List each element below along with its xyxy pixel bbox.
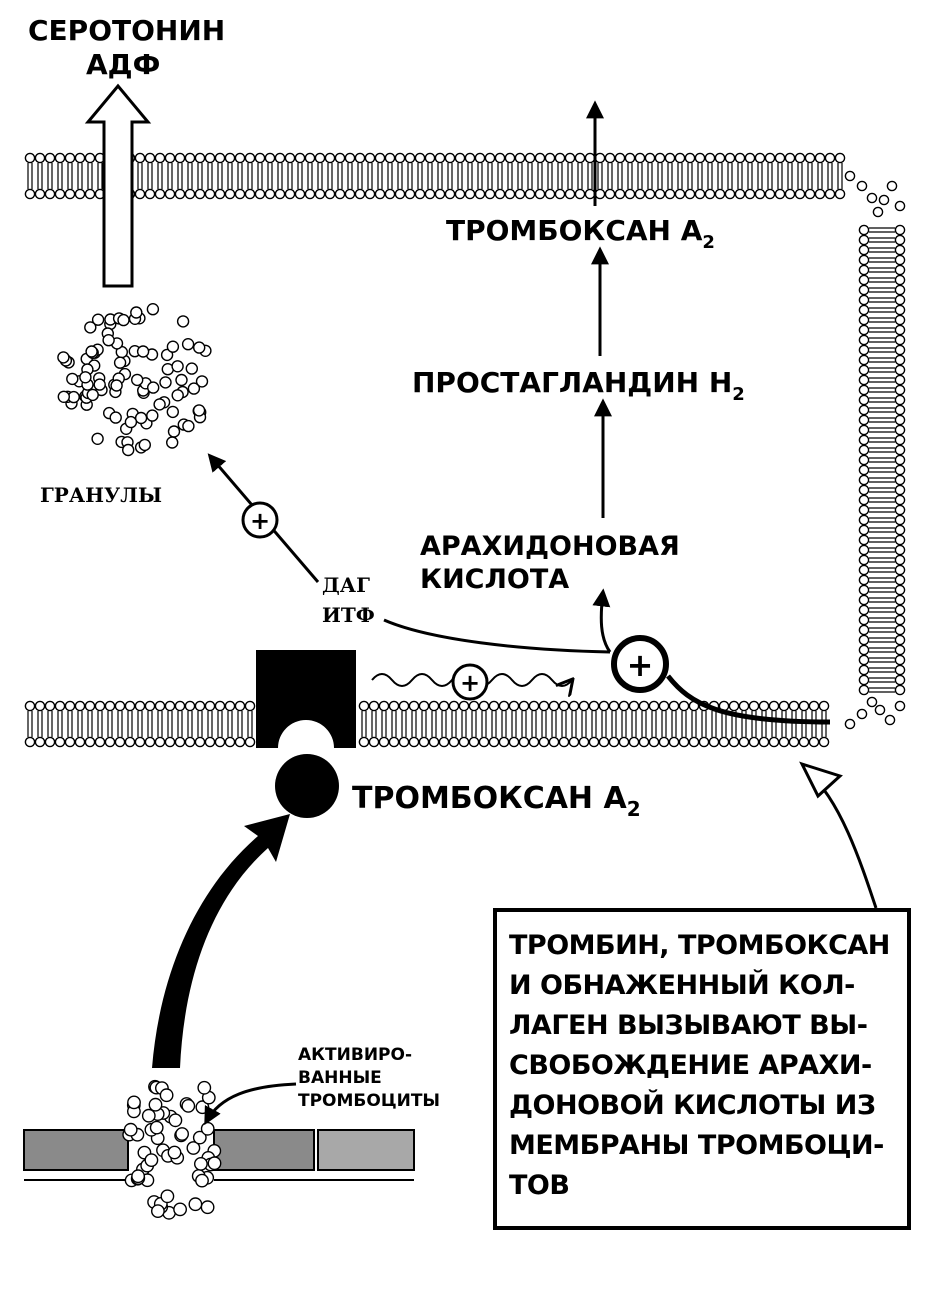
granules-label: ГРАНУЛЫ xyxy=(40,483,162,507)
prostaglandin-label: ПРОСТАГЛАНДИН Н2 xyxy=(412,366,745,405)
itf-label: ИТФ xyxy=(322,603,375,627)
caption-text: ТРОМБИН, ТРОМБОКСАН И ОБНАЖЕННЫЙ КОЛ- ЛА… xyxy=(509,930,890,1201)
thromboxane-receptor-label: ТРОМБОКСАН А2 xyxy=(352,781,641,821)
enzyme-plus-circle xyxy=(611,635,669,693)
serotonin-label: СЕРОТОНИН xyxy=(28,14,225,47)
granules-cluster xyxy=(57,303,212,457)
activated-label-2: ВАННЫЕ xyxy=(298,1068,382,1088)
right-membrane xyxy=(844,170,906,730)
enzyme-tail xyxy=(666,674,831,725)
enzyme-plus-sign: + xyxy=(627,646,654,684)
thromboxane-receptor xyxy=(256,650,356,748)
plus-circle-granules xyxy=(241,501,279,539)
dag-label: ДАГ xyxy=(322,573,370,597)
activated-label-3: ТРОМБОЦИТЫ xyxy=(298,1091,440,1111)
activated-label-1: АКТИВИРО- xyxy=(298,1045,412,1065)
itf-connector-line xyxy=(383,618,611,654)
release-hollow-arrow xyxy=(84,83,152,288)
enzyme-to-arachidonic-arrow xyxy=(592,588,612,653)
top-membrane xyxy=(24,152,846,200)
plus-sign-granules: + xyxy=(250,507,270,535)
adp-label: АДФ xyxy=(86,48,160,81)
activated-label-arrow xyxy=(204,1082,297,1126)
plus-sign-signal: + xyxy=(460,669,480,697)
arachidonic-acid-label-1: АРАХИДОНОВАЯ xyxy=(420,531,680,562)
thromboxane-ligand xyxy=(275,754,339,818)
caption-pointer-arrowhead xyxy=(799,761,843,799)
thromboxane-top-label: ТРОМБОКСАН А2 xyxy=(446,214,715,253)
caption-box: ТРОМБИН, ТРОМБОКСАН И ОБНАЖЕННЫЙ КОЛ- ЛА… xyxy=(493,908,911,1230)
vessel-wall xyxy=(23,1129,415,1181)
plus-circle-signal xyxy=(451,663,489,701)
activated-platelets-cluster xyxy=(122,1079,222,1220)
arachidonic-acid-label-2: КИСЛОТА xyxy=(420,564,569,595)
bottom-membrane xyxy=(24,700,830,748)
activated-to-ligand-arrow xyxy=(152,814,290,1068)
